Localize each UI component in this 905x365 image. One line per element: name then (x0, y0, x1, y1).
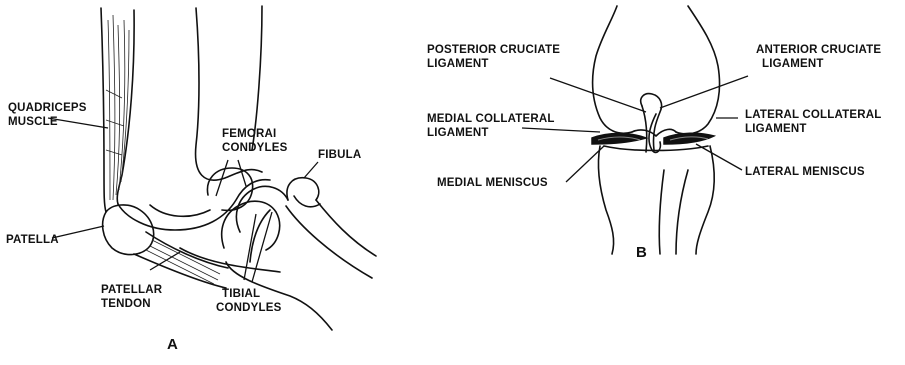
label-patella: PATELLA (6, 233, 59, 247)
fibula-drawing (286, 178, 376, 278)
quadriceps-muscle-drawing (101, 8, 134, 212)
label-medial-meniscus: MEDIAL MENISCUS (437, 176, 548, 190)
femur-drawing (118, 6, 270, 230)
figure-b-tibia (598, 146, 714, 254)
label-lateral-meniscus: LATERAL MENISCUS (745, 165, 865, 179)
figure-b-femur (593, 6, 720, 136)
panel-label-a: A (167, 336, 178, 353)
figure-a-drawing (48, 6, 376, 330)
figure-b-cruciates (641, 94, 662, 153)
patella-drawing (103, 205, 228, 288)
label-fibula: FIBULA (318, 148, 361, 162)
panel-label-b: B (636, 244, 647, 261)
